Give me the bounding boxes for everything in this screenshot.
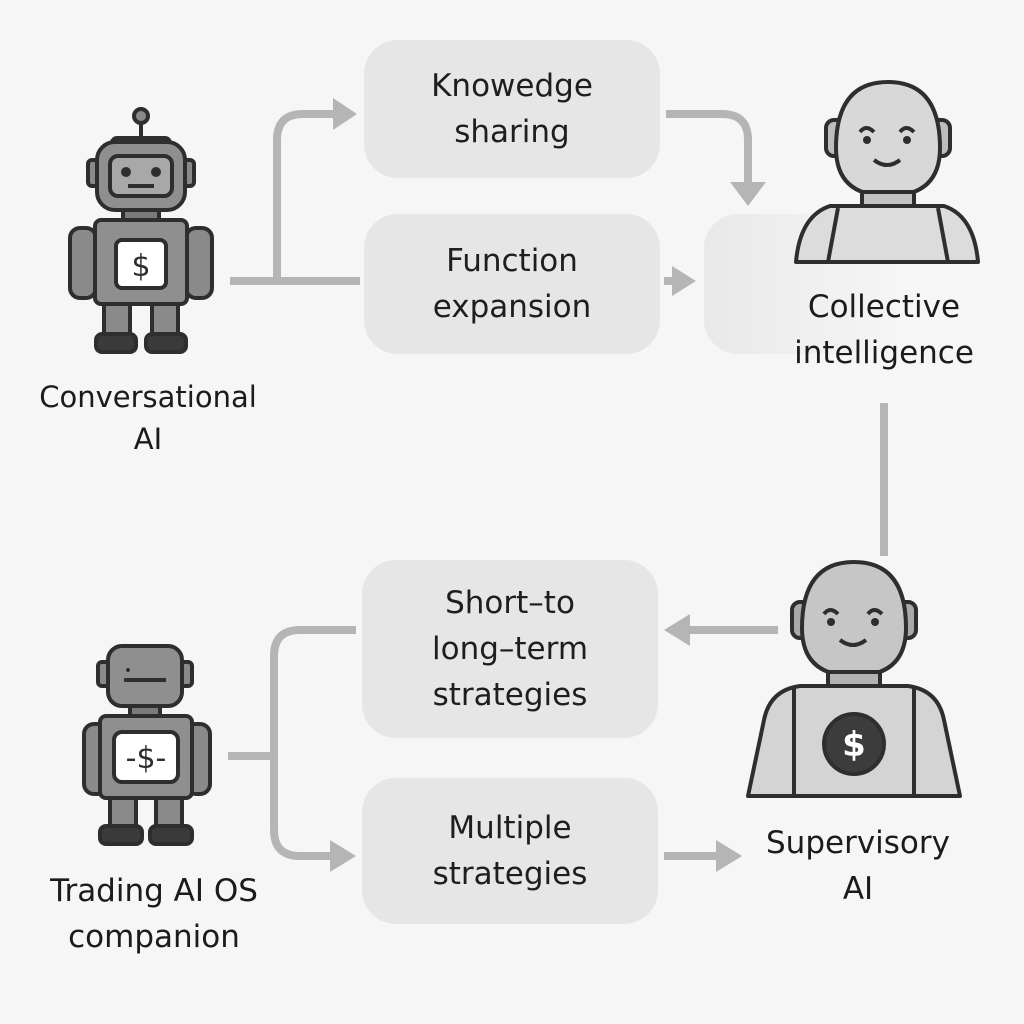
arrow-head-supervisory <box>716 840 742 872</box>
connector-to-knowledge <box>273 110 335 281</box>
dollar-icon: $ <box>842 725 866 765</box>
arrow-head-knowledge <box>333 98 357 130</box>
connector-knowledge-to-collective <box>666 110 752 184</box>
trading-ai-os-label: Trading AI OS companion <box>50 873 258 955</box>
short-long-term-box: Short–to long–term strategies <box>362 560 658 738</box>
arrow-head-collective-top <box>730 182 766 206</box>
dollar-icon: -$- <box>126 741 167 776</box>
dollar-icon: $ <box>131 249 150 284</box>
collective-intelligence-label: Collective intelligence <box>794 289 974 371</box>
connectors <box>228 98 888 872</box>
arrow-head-short <box>664 614 690 646</box>
supervisory-ai-label: Supervisory AI <box>766 825 950 907</box>
multiple-strategies-label: Multiple strategies <box>432 810 588 892</box>
knowledge-sharing-label: Knowedge sharing <box>431 68 593 150</box>
short-long-term-label: Short–to long–term strategies <box>431 585 589 713</box>
arrow-head-function <box>672 266 696 296</box>
humanoid-robot-icon: $ <box>746 560 962 798</box>
conversational-ai-label: Conversational AI <box>39 380 257 456</box>
multiple-strategies-box: Multiple strategies <box>362 778 658 924</box>
humanoid-robot-icon <box>794 80 980 264</box>
connector-trunk-to-short <box>270 626 356 756</box>
knowledge-sharing-box: Knowedge sharing <box>364 40 660 178</box>
robot-icon: $ <box>68 107 214 354</box>
arrow-head-multiple <box>330 840 356 872</box>
function-expansion-box: Function expansion <box>364 214 660 354</box>
function-expansion-label: Function expansion <box>432 243 592 325</box>
connector-trunk-to-multiple <box>270 756 330 860</box>
robot-icon: -$- <box>82 644 212 846</box>
